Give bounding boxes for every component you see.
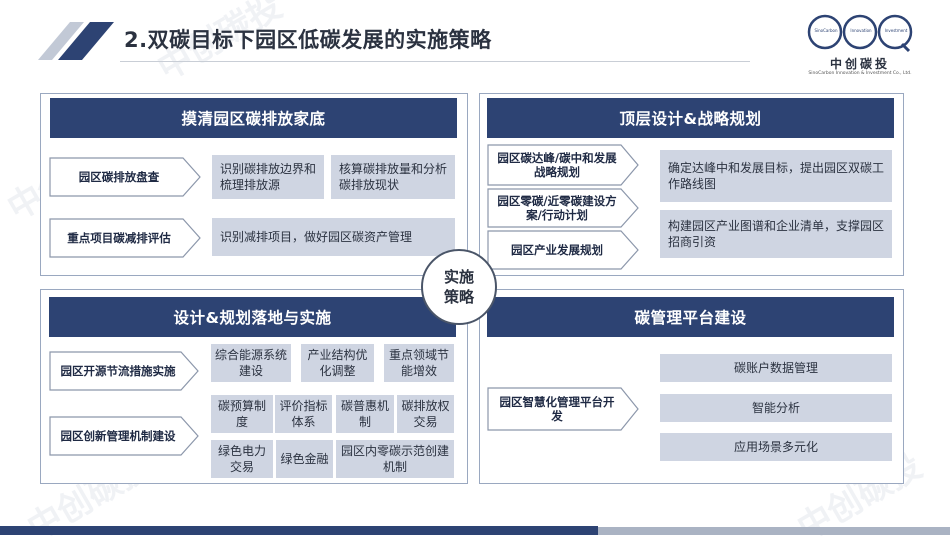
category-label-text: 园区产业发展规划 [511,243,603,257]
measure-box: 绿色电力交易 [211,440,273,478]
category-label-text: 园区零碳/近零碳建设方案/行动计划 [497,194,617,222]
page-title: 2.双碳目标下园区低碳发展的实施策略 [124,28,492,52]
category-label: 重点项目碳减排评估 [49,218,201,258]
measure-box: 智能分析 [660,394,892,422]
center-text-line: 实施 [443,268,474,286]
category-label-text: 园区智慧化管理平台开发 [499,395,615,423]
measure-box: 碳账户数据管理 [660,354,892,382]
measure-box: 绿色金融 [276,440,333,478]
panel-header: 设计&规划落地与实施 [49,297,456,337]
measure-box: 碳排放权交易 [397,395,454,433]
logo-name: 中创碳投 [829,57,890,71]
logo-subtitle: SinoCarbon Innovation & Investment Co., … [808,71,912,76]
logo-rings-icon [807,14,913,53]
measure-box: 构建园区产业图谱和企业清单，支撑园区招商引资 [660,210,892,258]
category-label: 园区碳排放盘查 [49,157,201,197]
footer-bar [0,526,598,535]
category-label-text: 园区碳排放盘查 [78,170,160,184]
measure-box: 识别碳排放边界和梳理排放源 [212,155,324,199]
category-label-text: 园区创新管理机制建设 [60,429,176,443]
category-label: 园区碳达峰/碳中和发展战略规划 [487,144,639,186]
panel-header: 碳管理平台建设 [487,297,894,337]
category-label: 园区创新管理机制建设 [49,416,199,456]
measure-box: 产业结构优化调整 [301,344,374,382]
logo-ring-word: Innovation [850,28,872,33]
measure-box: 碳预算制度 [211,395,273,433]
category-label: 园区智慧化管理平台开发 [487,387,639,431]
measure-box: 确定达峰中和发展目标，提出园区双碳工作路线图 [660,150,892,202]
measure-box: 应用场景多元化 [660,433,892,461]
company-logo: SinoCarbon Innovation Investment 中创碳投 Si… [805,10,915,80]
footer-bar-secondary [598,527,950,535]
measure-box: 碳普惠机制 [336,395,394,433]
panel-header: 摸清园区碳排放家底 [50,98,457,138]
title-slash-decoration [38,22,114,60]
category-label-text: 重点项目碳减排评估 [67,231,171,245]
strategy-center-circle: 实施 策略 [421,249,497,325]
category-label-text: 园区碳达峰/碳中和发展战略规划 [497,151,617,179]
measure-box: 评价指标体系 [275,395,332,433]
category-label: 园区零碳/近零碳建设方案/行动计划 [487,188,639,228]
panel-header: 顶层设计&战略规划 [487,98,894,138]
category-label: 园区开源节流措施实施 [49,351,199,391]
logo-ring-word: SinoCarbon [814,28,838,33]
measure-box: 园区内零碳示范创建机制 [336,440,454,478]
title-divider [120,61,750,62]
center-text-line: 策略 [443,288,474,306]
measure-box: 综合能源系统建设 [211,344,291,382]
logo-ring-word: Investment [884,28,908,33]
category-label-text: 园区开源节流措施实施 [60,364,176,378]
measure-box: 识别减排项目，做好园区碳资产管理 [212,218,455,256]
measure-box: 重点领域节能增效 [384,344,454,382]
category-label: 园区产业发展规划 [487,230,639,270]
measure-box: 核算碳排放量和分析碳排放现状 [331,155,455,199]
